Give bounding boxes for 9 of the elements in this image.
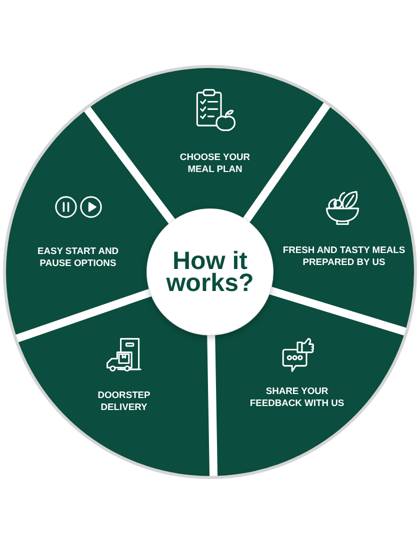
pie-segment [18,296,210,476]
step-label: EASY START AND PAUSE OPTIONS [36,245,120,269]
pie-segment [90,68,324,219]
step-label: FRESH AND TASTY MEALS PREPARED BY US [282,244,406,268]
step-label: DOORSTEP DELIVERY [96,389,152,413]
step-label: SHARE YOUR FEEDBACK WITH US [248,385,346,409]
step-label: CHOOSE YOUR MEAL PLAN [178,151,252,175]
pie-segment [215,294,404,476]
center-heading: How it works? [165,250,255,294]
